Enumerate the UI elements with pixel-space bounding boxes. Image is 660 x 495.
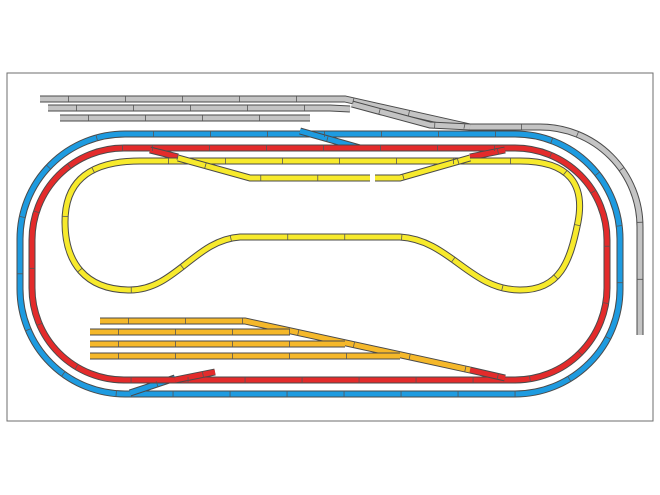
track-joint: [378, 108, 381, 115]
track-joint: [36, 322, 43, 326]
track-joint: [616, 225, 623, 227]
track-joint: [550, 137, 554, 144]
track-joint: [618, 167, 625, 172]
track-joint: [74, 363, 79, 370]
track-joint: [115, 390, 117, 397]
track-joint: [91, 167, 95, 173]
track-joint: [176, 153, 179, 160]
track-joint: [496, 148, 499, 155]
track-joint: [553, 274, 559, 280]
inner-loop-turnout-bottom: [469, 367, 506, 381]
track-joint: [594, 171, 600, 177]
storage-siding-mainline: [40, 96, 643, 335]
inner-loop: [28, 144, 611, 384]
track-ties: [17, 96, 643, 397]
track-joint: [567, 376, 572, 382]
dogbone-loop: [61, 154, 584, 294]
dogbone-siding-right: [375, 155, 471, 181]
track-joint: [451, 257, 456, 263]
track-joint: [562, 170, 568, 176]
track-joint: [67, 163, 72, 169]
track-joint: [25, 328, 32, 332]
track-joint: [204, 162, 207, 169]
storage-siding-1: [48, 105, 351, 112]
track-joint: [501, 284, 504, 291]
track-joint: [529, 375, 531, 382]
inner-loop-turnout-top-right: [469, 147, 506, 160]
track-joint: [229, 235, 232, 242]
track-joint: [33, 210, 40, 214]
inner-loop-turnout-bottom-left: [174, 369, 216, 383]
track-joint: [577, 350, 583, 356]
dogbone-loop-track: [62, 158, 583, 293]
track-joint: [46, 164, 51, 170]
track-joint: [19, 215, 26, 219]
track-joint: [297, 329, 300, 336]
track-joint: [464, 365, 467, 373]
track-joint: [605, 336, 611, 340]
storage-sidings: [40, 95, 644, 335]
track-joint: [549, 152, 553, 159]
track-joint: [352, 97, 355, 104]
outer-loop: [16, 127, 624, 398]
track-joint: [201, 371, 204, 378]
track-joint: [456, 158, 460, 165]
storage-turnout-branch: [351, 101, 471, 130]
track-joint: [590, 189, 597, 194]
track-joint: [61, 371, 66, 377]
yard-sidings: [90, 317, 471, 374]
track-joint: [326, 135, 329, 142]
track-joint: [463, 122, 466, 129]
track-joint: [574, 224, 581, 227]
track-joint: [602, 302, 609, 305]
track-joint: [77, 267, 83, 273]
track-joint: [402, 174, 405, 181]
inner-loop-turnout-top-left: [149, 147, 179, 160]
track-joint: [155, 381, 159, 387]
dogbone-siding-left: [177, 155, 370, 181]
track-joint: [408, 353, 411, 360]
track-joint: [496, 373, 499, 380]
track-joint: [179, 264, 185, 270]
inner-loop-track: [29, 145, 610, 383]
track-joint: [95, 134, 98, 141]
track-joint: [352, 341, 355, 348]
track-joint: [407, 110, 410, 117]
track-joint: [575, 131, 579, 138]
